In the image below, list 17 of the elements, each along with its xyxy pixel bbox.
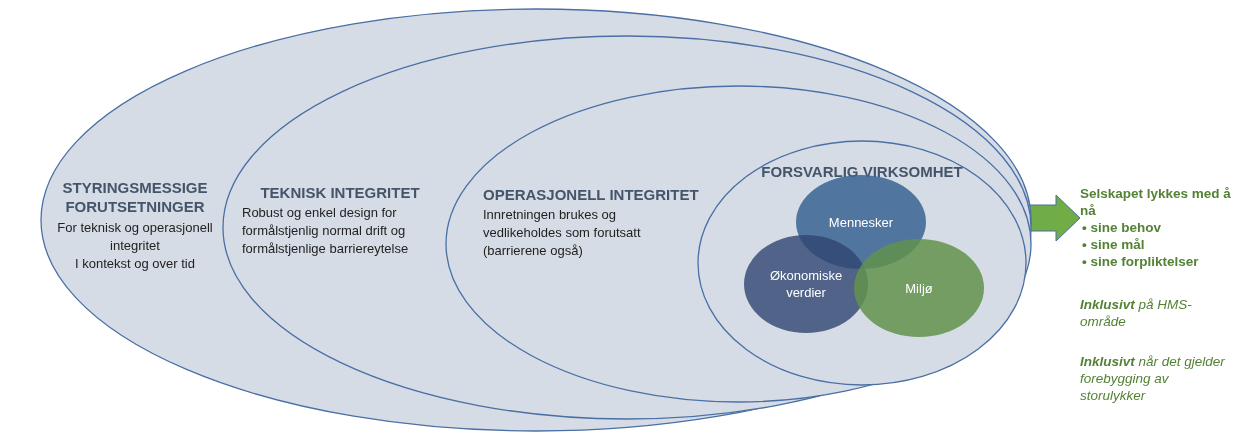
body-text: Innretningen brukes og vedlikeholdes som forutsatt (barrierene også) (483, 206, 642, 260)
bullet-item: • sine mål (1081, 236, 1146, 253)
heading-text: TEKNISK INTEGRITET (259, 183, 421, 202)
circle-label: Økonomiske verdier (768, 267, 844, 301)
circle-label: Mennesker (827, 213, 895, 231)
outcome-heading: Selskapet lykkes med å nå (1080, 185, 1232, 219)
body-text: For teknisk og operasjonell integritet (56, 219, 214, 255)
body-text: I kontekst og over tid (74, 255, 196, 273)
bullet-item: • sine forpliktelser (1081, 253, 1200, 270)
body-text: Robust og enkel design for formålstjenlig normal drift og formålstjenlige barriereytelse (242, 204, 410, 258)
note-text: Inklusivt på HMS-område (1080, 296, 1193, 330)
heading-text: FORSVARLIG VIRKSOMHET (760, 162, 964, 181)
circle-label: Miljø (904, 279, 934, 297)
heading-text: OPERASJONELL INTEGRITET (483, 185, 700, 204)
bullet-item: • sine behov (1081, 219, 1162, 236)
heading-text: STYRINGSMESSIGE FORUTSETNINGER (61, 178, 209, 216)
note-text: Inklusivt når det gjelder forebygging av storulykker (1080, 353, 1226, 404)
